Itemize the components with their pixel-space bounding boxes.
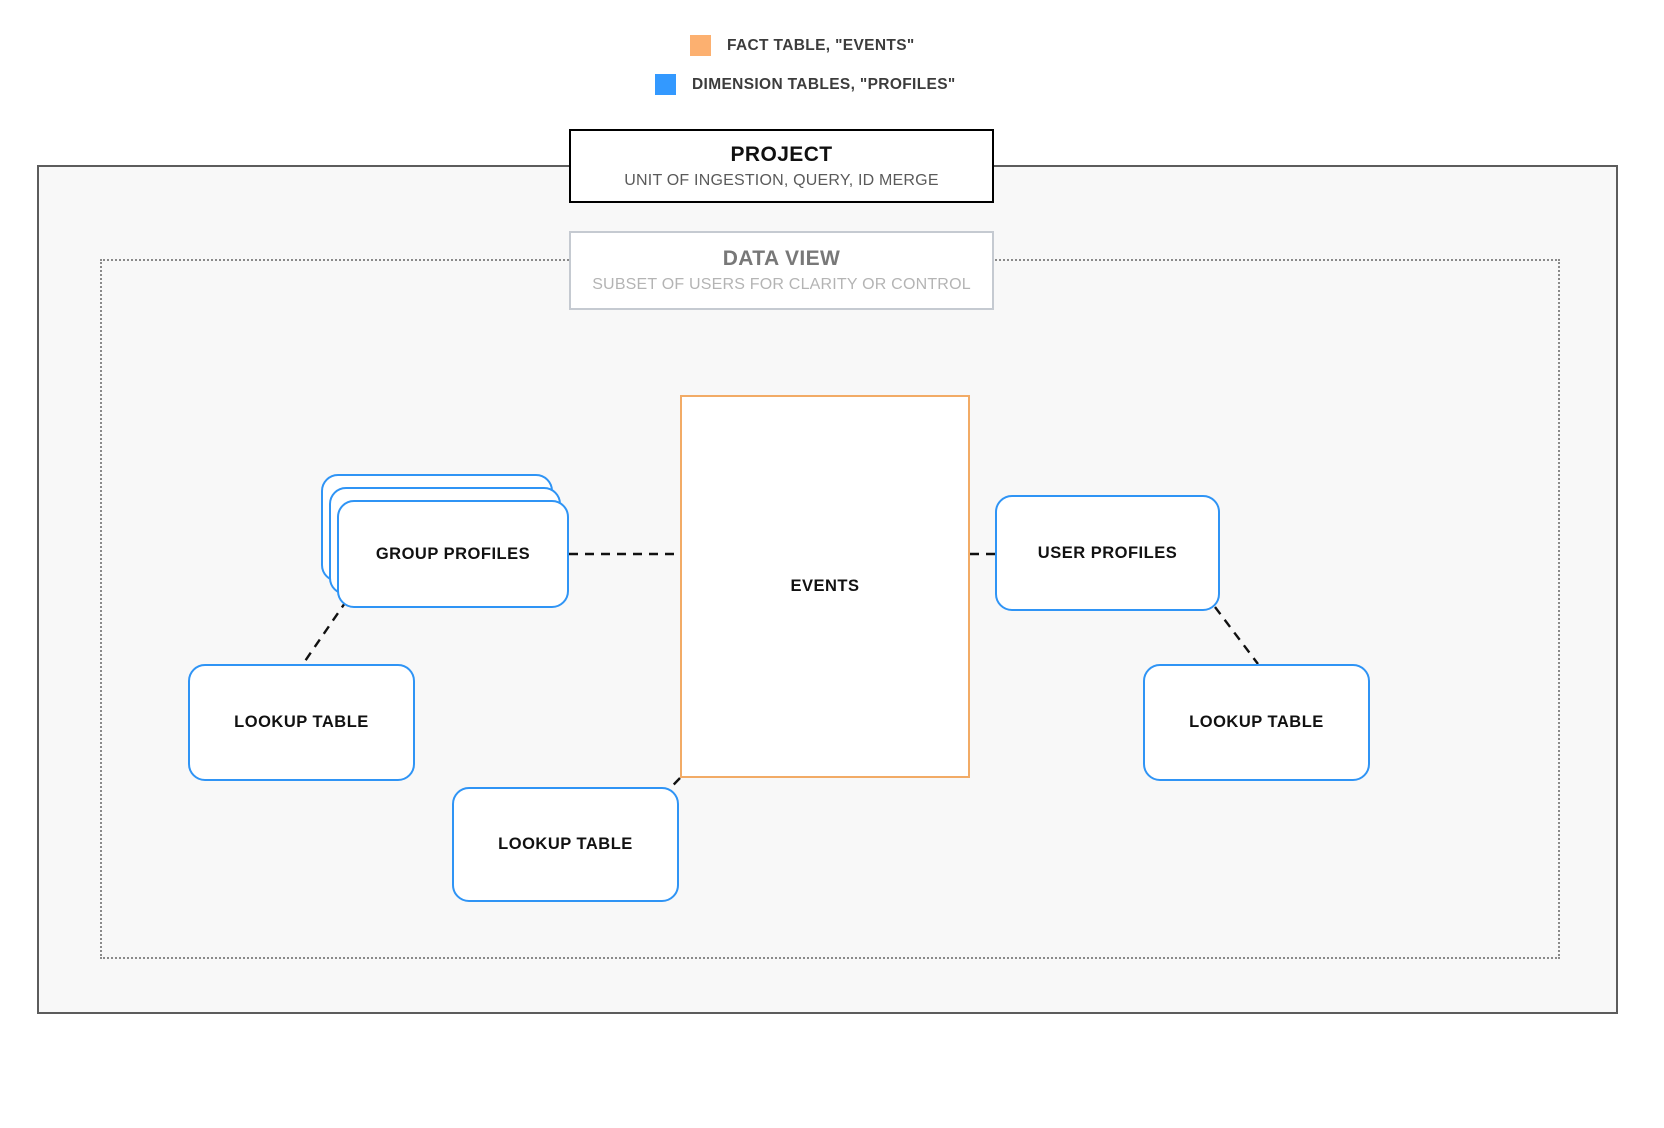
legend-item-fact-table: FACT TABLE, "EVENTS" (690, 35, 915, 56)
node-label-group-profiles: GROUP PROFILES (375, 544, 531, 563)
legend-item-dimension-tables: DIMENSION TABLES, "PROFILES" (655, 74, 956, 95)
node-user-profiles[interactable]: USER PROFILES (995, 495, 1220, 611)
project-subtitle: UNIT OF INGESTION, QUERY, ID MERGE (624, 171, 939, 189)
legend-label-fact-table: FACT TABLE, "EVENTS" (727, 36, 915, 54)
node-lookup-table-left[interactable]: LOOKUP TABLE (188, 664, 415, 781)
node-group-profiles[interactable]: GROUP PROFILES (337, 500, 569, 608)
node-lookup-table-right[interactable]: LOOKUP TABLE (1143, 664, 1370, 781)
data-view-title-box: DATA VIEW SUBSET OF USERS FOR CLARITY OR… (569, 231, 994, 310)
square-swatch-icon (655, 74, 676, 95)
project-title-box: PROJECT UNIT OF INGESTION, QUERY, ID MER… (569, 129, 994, 203)
node-events[interactable]: EVENTS (680, 395, 970, 778)
node-label-lookup-table-right: LOOKUP TABLE (1189, 713, 1324, 731)
node-label-lookup-table-middle: LOOKUP TABLE (498, 835, 633, 853)
square-swatch-icon (690, 35, 711, 56)
project-title: PROJECT (730, 142, 833, 166)
node-label-user-profiles: USER PROFILES (1037, 543, 1178, 562)
data-view-subtitle: SUBSET OF USERS FOR CLARITY OR CONTROL (592, 276, 971, 293)
data-view-title: DATA VIEW (722, 247, 841, 270)
node-label-lookup-table-left: LOOKUP TABLE (234, 713, 369, 731)
node-lookup-table-middle[interactable]: LOOKUP TABLE (452, 787, 679, 902)
legend-label-dimension-tables: DIMENSION TABLES, "PROFILES" (692, 75, 956, 93)
node-label-events: EVENTS (790, 577, 860, 595)
